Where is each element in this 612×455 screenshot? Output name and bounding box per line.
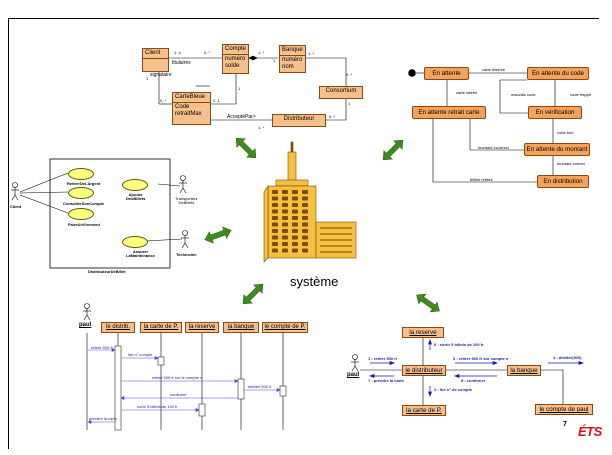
object-la-carte: la carte de P. <box>402 405 446 416</box>
ets-logo: ÉTS <box>578 424 602 439</box>
object-la-banque: la banque <box>507 365 541 376</box>
page-number: 7 <box>563 421 567 428</box>
collab-message: 1 : retirer 500 fr <box>368 356 397 361</box>
object-le-compte: le compte de paul <box>535 404 593 415</box>
object-la-reserve: la reserve <box>402 327 444 338</box>
collab-actor-label: paul <box>347 372 359 378</box>
collab-message: 4 : débiter(500) <box>553 355 581 360</box>
collab-message: 3 : retirer 500 fr sur compte n <box>453 356 508 361</box>
collab-message: 7 : prendre la carte <box>368 378 404 383</box>
collab-message: 6 : sortir 5 billets de 100 fr <box>434 342 484 347</box>
collab-message: 5 : confirmer <box>461 378 485 383</box>
collab-message: 2 : lire n° de compte <box>434 387 472 392</box>
object-le-distributeur: le distributeur <box>402 365 446 376</box>
